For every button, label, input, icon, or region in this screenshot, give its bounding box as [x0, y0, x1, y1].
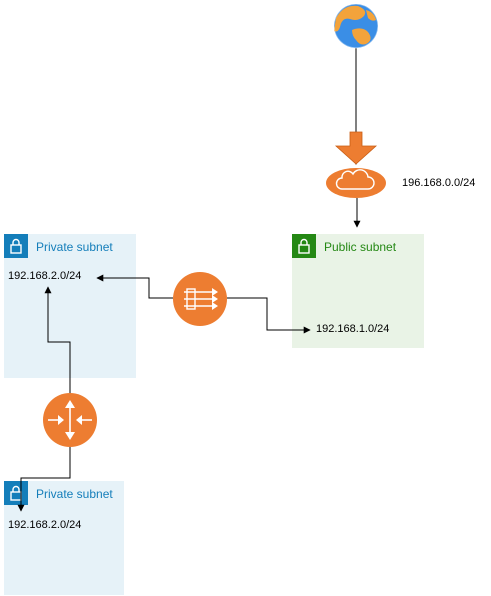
down-arrow-icon [334, 131, 378, 165]
internet-gateway-cidr: 196.168.0.0/24 [402, 177, 476, 189]
public-subnet-cidr: 192.168.1.0/24 [316, 323, 390, 335]
cloud-icon [335, 169, 375, 190]
private-subnet-bottom[interactable]: Private subnet 192.168.2.0/24 [4, 481, 124, 595]
nat-gateway-icon[interactable] [173, 272, 227, 326]
lock-icon [4, 234, 28, 258]
internet-gateway-icon[interactable] [326, 168, 386, 198]
connector-router-to-private-top [44, 286, 71, 395]
connector-nat-to-private [96, 274, 173, 299]
public-subnet[interactable]: Public subnet 192.168.1.0/24 [292, 234, 424, 348]
lock-icon [4, 481, 28, 505]
private-subnet-bottom-title: Private subnet [36, 487, 113, 501]
private-subnet-bottom-cidr: 192.168.2.0/24 [8, 519, 82, 531]
connector-router-to-private-bottom [17, 445, 71, 512]
connector-nat-to-public [227, 297, 311, 334]
router-icon[interactable] [43, 393, 97, 447]
public-subnet-title: Public subnet [324, 240, 397, 254]
lock-icon [292, 234, 316, 258]
private-subnet-top-title: Private subnet [36, 240, 113, 254]
private-subnet-top-cidr: 192.168.2.0/24 [8, 270, 82, 282]
globe-icon[interactable] [333, 3, 379, 49]
